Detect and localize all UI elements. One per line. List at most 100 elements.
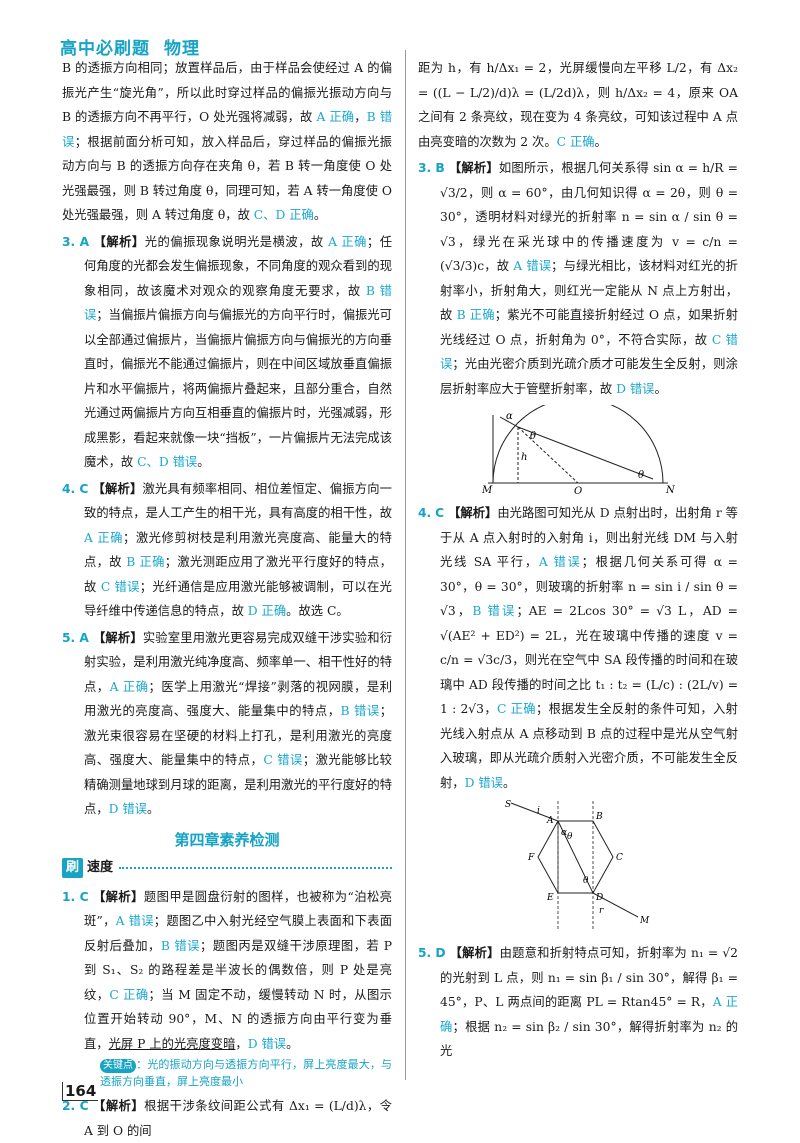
text-run: 。 xyxy=(654,381,667,396)
answer-letter: D xyxy=(435,946,446,960)
key-point-note: 关键点：光的振动方向与透振方向平行，屏上亮度最大，与透振方向垂直，屏上亮度最小 xyxy=(100,1056,392,1090)
answer-verdict: A 正确 xyxy=(84,530,123,545)
answer-verdict: C 正确 xyxy=(109,987,149,1002)
answer-verdict: D 错误 xyxy=(247,1036,287,1051)
answer-verdict: D 错误 xyxy=(108,802,147,816)
answer-verdict: A 正确 xyxy=(316,110,355,124)
answer-verdict: D 错误 xyxy=(616,381,655,396)
text-run: 。 xyxy=(286,1036,299,1051)
text-run: ；根据几何关系可得 α = 30°，θ = 30°，则玻璃的折射率 n = si… xyxy=(440,555,738,618)
subsection-header: 刷 速度 xyxy=(62,856,392,881)
question-4: 4. C 【解析】由光路图可知光从 D 点射出时，出射角 r 等于从 A 点入射… xyxy=(418,501,738,795)
label-E: E xyxy=(546,893,554,903)
label-r: r xyxy=(599,906,604,916)
label-M: M xyxy=(481,485,493,496)
answer-letter: C xyxy=(435,506,445,520)
text-run: ；激光测距应用了激光平行度好的特点，故 xyxy=(84,555,392,594)
label-S: S xyxy=(505,800,511,810)
answer-verdict: A 错误 xyxy=(115,914,154,928)
question-3-left: 3. A 【解析】光的偏振现象说明光是横波，故 A 正确；任何角度的光都会发生偏… xyxy=(62,230,392,475)
answer-verdict: B 错误 xyxy=(340,704,380,718)
text-run: ；根据发生全反射的条件可知，入射光线入射点从 A 点移动到 B 点的过程中是光从… xyxy=(440,702,738,790)
question-5-left: 5. A 【解析】实验室里用激光更容易完成双缝干涉实验和衍射实验，是利用激光纯净… xyxy=(62,626,392,822)
answer-verdict: C 正确 xyxy=(556,134,595,149)
text-run: 。 xyxy=(313,208,327,222)
answer-letter: A xyxy=(79,234,90,249)
label-C: C xyxy=(616,853,623,863)
text-run: 激光具有频率相同、相位差恒定、偏振方向一致的特点，是人工产生的相干光，具有高度的… xyxy=(84,481,392,521)
label-theta-top: θ xyxy=(530,431,536,442)
analysis-tag: 【解析】 xyxy=(92,481,143,496)
answer-verdict: B 正确 xyxy=(456,308,495,322)
analysis-text: 如图所示，根据几何关系得 sin α = h/R = √3/2，则 α = 60… xyxy=(440,161,738,396)
answer-letter: C xyxy=(79,481,89,496)
text-run: 。 xyxy=(197,455,210,469)
label-theta-2b: θ xyxy=(583,876,589,886)
analysis-tag: 【解析】 xyxy=(448,161,499,175)
answer-verdict: D 正确 xyxy=(247,604,287,618)
text-run: 由光路图可知光从 D 点射出时，出射角 r 等于从 A 点入射时的入射角 i，则… xyxy=(440,506,738,569)
text-run: ；当 M 固定不动，缓慢转动 N 时，从图示位置开始转动 90°，M、N 的透振… xyxy=(84,987,392,1051)
analysis-tag: 【解析】 xyxy=(93,1099,145,1113)
answer-letter: C xyxy=(79,1099,89,1113)
text-run: 。故选 C。 xyxy=(286,604,349,618)
answer-letter: B xyxy=(435,161,445,175)
key-point-text: ：光的振动方向与透振方向平行，屏上亮度最大，与透振方向垂直，屏上亮度最小 xyxy=(100,1058,392,1088)
label-B: B xyxy=(595,812,603,822)
label-D: D xyxy=(595,893,603,903)
analysis-text: 由题意和折射特点可知，折射率为 n₁ = √2 的光射到 L 点，则 n₁ = … xyxy=(440,946,738,1058)
text-run: ， xyxy=(354,110,367,124)
text-run: ；题图丙是双缝干涉原理图，若 P 到 S₁、S₂ 的路程差是半波长的偶数倍，则 … xyxy=(84,938,393,1002)
answer-verdict: C 错误 xyxy=(100,579,140,594)
page-header: 高中必刷题物理 xyxy=(60,34,200,59)
text-run: ；激光修剪树枝是利用激光亮度高、能量大的特点，故 xyxy=(84,530,392,570)
text-run: B 的透振方向相同；放置样品后，由于样品会使经过 A 的偏振光产生“旋光角”，所… xyxy=(62,61,392,124)
key-point-icon: 关键点 xyxy=(100,1059,136,1073)
text-run: 实验室里用激光更容易完成双缝干涉实验和衍射实验，是利用激光纯净度高、频率单一、相… xyxy=(84,630,392,694)
text-run: ；题图乙中入射光经空气膜上表面和下表面反射后叠加， xyxy=(84,914,392,953)
text-run: ；根据前面分析可知，放入样品后，穿过样品的偏振光振动方向与 B 的透振方向存在夹… xyxy=(62,134,392,223)
answer-letter: A xyxy=(79,630,89,645)
question-2: 2. C 【解析】根据干涉条纹间距公式有 Δx₁ = (L/d)λ，令 A 到 … xyxy=(62,1094,392,1143)
question-2-continued: 距为 h，有 h/Δx₁ = 2，光屏缓慢向左平移 L/2，有 Δx₂ = ((… xyxy=(418,56,738,154)
answer-verdict: B 错误 xyxy=(62,110,392,149)
label-A: A xyxy=(546,816,554,826)
label-i: i xyxy=(537,806,540,816)
answer-verdict: B 错误 xyxy=(84,283,392,323)
label-alpha: α xyxy=(506,411,513,422)
subject-title: 物理 xyxy=(164,39,200,59)
text-run: ；紫光不可能直接折射经过 O 点，如果折射光线经过 O 点，折射角为 0°，不符… xyxy=(440,308,738,347)
dotted-rule xyxy=(119,867,392,870)
text-run: ；根据 n₂ = sin β₂ / sin 30°，解得折射率为 n₂ 的光 xyxy=(440,1019,738,1059)
question-number: 5. xyxy=(62,630,76,645)
text-run: ；激光能够比较精确测量地球到月球的距离，是利用激光的平行度好的特点， xyxy=(84,753,392,816)
answer-verdict: B 正确 xyxy=(126,555,165,569)
text-run: ；与绿光相比，该材料对红光的折射率小，折射角大，则红光一定能从 N 点上方射出，… xyxy=(440,259,738,322)
analysis-tag: 【解析】 xyxy=(448,506,498,520)
question-4-left: 4. C 【解析】激光具有频率相同、相位差恒定、偏振方向一致的特点，是人工产生的… xyxy=(62,477,392,624)
answer-verdict: C、D 正确 xyxy=(253,208,314,222)
question-number: 1. xyxy=(62,889,76,904)
text-run: ；光纤通信是应用激光能够被调制，可以在光导纤维中传递信息的特点，故 xyxy=(84,579,392,619)
question-number: 2. xyxy=(62,1099,76,1113)
analysis-tag: 【解析】 xyxy=(449,946,500,960)
question-1: 1. C 【解析】题图甲是圆盘衍射的图样，也被称为“泊松亮斑”，A 错误；题图乙… xyxy=(62,885,392,1057)
left-column: B 的透振方向相同；放置样品后，由于样品会使经过 A 的偏振光产生“旋光角”，所… xyxy=(62,56,392,1143)
label-theta-bottom: θ xyxy=(638,470,644,481)
answer-letter: C xyxy=(79,889,89,904)
text-run: 由题意和折射特点可知，折射率为 n₁ = √2 的光射到 L 点，则 n₁ = … xyxy=(440,946,738,1009)
book-title: 高中必刷题 xyxy=(60,39,150,59)
answer-verdict: C、D 错误 xyxy=(137,455,198,469)
text-run: 光的偏振现象说明光是横波，故 xyxy=(144,234,329,249)
answer-verdict: C 正确 xyxy=(496,702,536,716)
text-run: ；AE = 2Lcos 30° = √3 L，AD = √(AE² + ED²)… xyxy=(440,604,738,716)
analysis-text: 实验室里用激光更容易完成双缝干涉实验和衍射实验，是利用激光纯净度高、频率单一、相… xyxy=(84,631,392,817)
hexagon-diagram: S A B C D E F M i r α θ θ xyxy=(505,800,650,929)
answer-verdict: C 错误 xyxy=(263,753,303,767)
analysis-text: 由光路图可知光从 D 点射出时，出射角 r 等于从 A 点入射时的入射角 i，则… xyxy=(440,506,738,790)
answer-verdict: A 正确 xyxy=(109,679,149,694)
answer-verdict: B 错误 xyxy=(472,604,517,618)
text-run: ；医学上用激光“焊接”剥落的视网膜，是利用激光的亮度高、强度大、能量集中的特点， xyxy=(84,679,392,719)
answer-verdict: A 正确 xyxy=(440,995,738,1034)
text-run: ；当偏振片偏振方向与偏振光的方向平行时，偏振光可以全部通过偏振片，当偏振片偏振方… xyxy=(84,308,392,469)
